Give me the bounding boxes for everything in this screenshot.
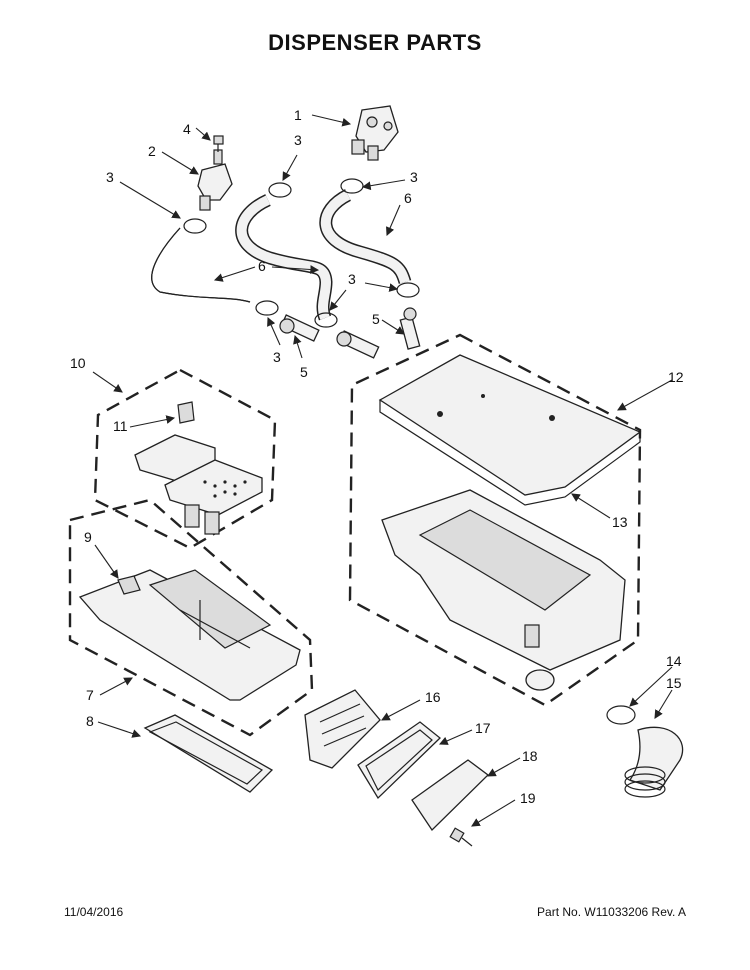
callout-3: 3 [294,132,302,148]
footer-date: 11/04/2016 [64,905,124,919]
part-6-hose-middle [235,194,333,321]
callout-9: 9 [84,529,92,545]
part-12-dispenser-housing [381,489,626,691]
callout-3: 3 [410,169,418,185]
callout-18: 18 [522,748,538,764]
footer-part-number: Part No. W11033206 Rev. A [537,905,686,919]
callout-11: 11 [113,418,128,434]
callout-12: 12 [668,369,684,385]
part-14-clamp [606,705,636,725]
group-boundary-7 [68,498,314,737]
part-17-vent-gasket [357,721,441,800]
callout-7: 7 [86,687,94,703]
part-13-dispenser-cover [378,354,642,506]
group-boundary-10 [93,368,277,550]
callout-4: 4 [183,121,191,137]
part-11-siphon-cap [177,401,195,424]
callout-3: 3 [106,169,114,185]
callout-6: 6 [404,190,412,206]
callout-10: 10 [70,355,86,371]
callout-16: 16 [425,689,441,705]
callout-1: 1 [294,107,302,123]
part-16-vent [304,689,381,769]
callout-14: 14 [666,653,682,669]
callout-5: 5 [372,311,380,327]
callout-19: 19 [520,790,536,806]
part-7-dispenser-drawer [78,569,301,701]
callout-3: 3 [348,271,356,287]
callout-2: 2 [148,143,156,159]
part-2-valve [197,149,233,211]
callout-3: 3 [273,349,281,365]
callout-15: 15 [666,675,682,691]
part-18-vent-cover [411,759,489,832]
callout-5: 5 [300,364,308,380]
callout-8: 8 [86,713,94,729]
callout-6: 6 [258,258,266,274]
part-5-connectors [279,307,421,359]
part-8-drawer-tray [143,714,274,793]
callout-labels: 1 4 2 3 3 3 6 6 3 3 5 5 10 11 12 13 9 14… [70,107,684,806]
page-title: DISPENSER PARTS [268,30,482,55]
callout-13: 13 [612,514,628,530]
part-6-hose-right [319,189,412,285]
part-19-screw [449,827,473,847]
part-4-screw [213,135,224,152]
callout-17: 17 [475,720,491,736]
part-1-water-valve [351,105,399,161]
part-15-drain-elbow [624,726,684,798]
part-6-hose-left [151,227,251,303]
group-boundary-12 [348,333,642,707]
leader-lines [92,114,673,827]
part-9-drawer-handle-insert [117,575,141,595]
part-10-drawer-insert [134,434,263,535]
